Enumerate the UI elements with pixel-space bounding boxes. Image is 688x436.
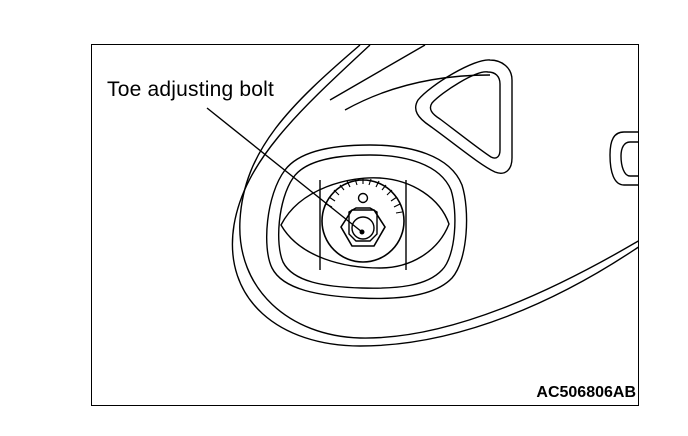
leader-line [206,107,363,233]
triangle-cutout-outer [414,59,513,174]
arm-upper-edge-2 [344,74,491,111]
toe-adjusting-bolt-label: Toe adjusting bolt [107,78,275,101]
hex-nut-outer [340,209,386,247]
bolt-end [351,216,375,240]
arm-outline-inner [239,45,638,339]
boss-inner [278,154,456,289]
hex-nut [348,207,378,242]
index-mark [357,192,369,204]
eye-slot [280,177,450,269]
leader-dot [359,229,365,235]
right-slot-inner [620,141,638,177]
figure-code: AC506806AB [536,384,636,401]
triangle-cutout-inner [429,71,501,159]
right-slot [609,131,638,186]
boss-outer [265,144,468,300]
arm-outline-outer [231,45,638,347]
eccentric-washer [321,179,405,263]
arm-upper-edge [329,45,426,101]
